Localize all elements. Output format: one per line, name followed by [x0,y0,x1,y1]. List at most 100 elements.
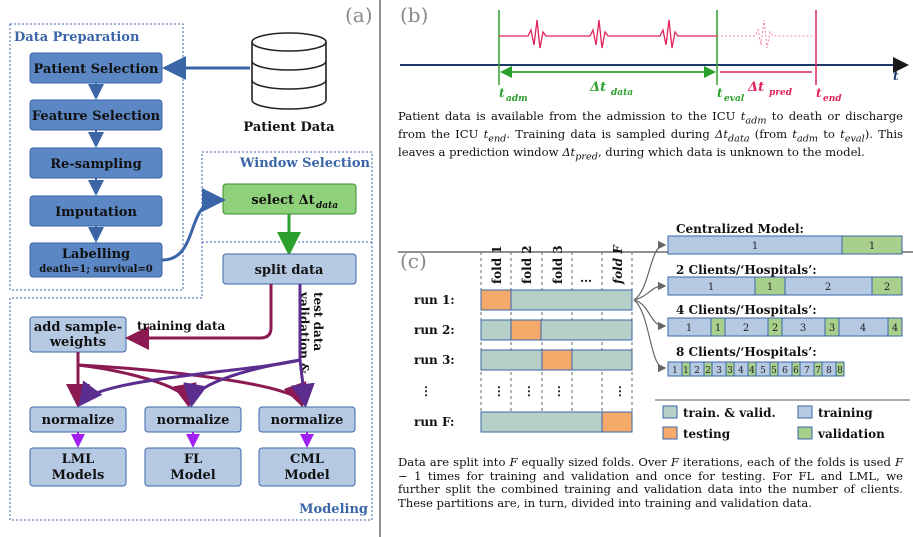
client-number: 5 [760,366,766,376]
centralized-title: Centralized Model: [676,222,804,236]
client-number: 6 [793,366,799,376]
time-axis-label: t [893,69,899,83]
client-titles: Centralized Model: 2 Clients/‘Hospitals’… [676,222,817,359]
model-lml: LML Models [29,447,127,487]
ellipsis: ⋮ [614,384,626,398]
legend-testing: testing [683,427,731,441]
svg-text:2: 2 [884,282,890,293]
svg-text:1: 1 [869,241,875,252]
model-fl-line1: FL [184,452,202,467]
svg-text:1: 1 [715,323,721,334]
model-cml: CML Model [258,447,356,487]
legend: train. & valid. training testing validat… [662,405,885,441]
dt-data-label: Δt [589,80,606,95]
client-number: 1 [683,366,689,376]
client-number: 6 [782,366,788,376]
svg-text:2: 2 [743,323,749,334]
labelling-to-select-arrow [161,188,226,262]
normalize-label: normalize [157,413,230,428]
run-labels: run 1: run 2: run 3: ⋮ run F: [414,293,455,429]
partition-bars: 1 1 1 1 2 2 1 1 2 2 3 3 4 4 [667,235,903,337]
ellipsis: ⋮ [553,384,565,398]
signal-known [499,19,717,49]
panel-c-label: (c) [400,249,427,273]
run-label: run 2: [414,323,455,337]
step-feature-selection: Feature Selection [29,99,163,131]
svg-text:1: 1 [752,241,758,252]
sample-weights-line2: weights [49,335,106,350]
training-data-arrow [125,284,273,350]
client-number: 8 [837,366,843,376]
dt-pred-sub: pred [769,88,793,98]
ellipsis: ⋮ [523,384,535,398]
step-label: Feature Selection [32,109,161,124]
client-number: 7 [815,366,821,376]
split-data-label: split data [255,263,324,278]
client-number: 7 [804,366,810,376]
step-label: Patient Selection [34,62,159,77]
time-labels: t adm t eval t end Δt data Δt pred [499,80,842,104]
run-label: run 3: [414,353,455,367]
step-labelling: Labelling death=1; survival=0 [29,242,163,278]
data-prep-title: Data Preparation [14,30,140,45]
fold-header: … [580,271,592,285]
step-label: Re-sampling [50,157,141,172]
client-number: 5 [771,366,777,376]
panel-b-label: (b) [400,3,428,27]
client-number: 4 [749,366,755,376]
flow-arrows [66,284,315,408]
client-number: 3 [727,366,733,376]
legend-training: training [818,406,873,420]
step-label: Labelling [62,247,130,262]
clients2-title: 2 Clients/‘Hospitals’: [676,263,817,277]
svg-text:1: 1 [767,282,773,293]
t-end-sub: end [823,94,842,104]
database-icon [251,32,327,110]
legend-validation: validation [817,427,885,441]
svg-text:3: 3 [829,323,835,334]
fold-headers: fold 1 fold 2 fold 3 … fold F [490,244,625,285]
svg-text:4: 4 [892,323,898,334]
model-cml-line2: Model [284,468,329,483]
ellipsis: ⋮ [493,384,505,398]
normalize-to-model-arrows [71,432,314,448]
fold-header: fold 1 [490,245,504,284]
client-number: 4 [738,366,744,376]
fold-dividers [480,252,633,432]
validation-test-label-2: test data [311,292,325,351]
add-sample-weights-box: add sample- weights [29,316,127,353]
clients4-title: 4 Clients/‘Hospitals’: [676,303,817,317]
window-selection-title: Window Selection [239,156,371,171]
fold-header: fold 3 [551,245,565,284]
run-label: ⋮ [420,384,432,398]
ellipsis-row: ⋮ ⋮ ⋮ ⋮ [493,384,626,398]
clients8-title: 8 Clients/‘Hospitals’: [676,345,817,359]
select-dt-label: select Δt [251,193,314,208]
model-lml-line1: LML [62,452,95,467]
run-label: run F: [414,415,454,429]
dt-pred-label: Δt [747,80,764,95]
svg-text:1: 1 [686,323,692,334]
step-patient-selection: Patient Selection [29,52,163,84]
client-number: 2 [705,366,711,376]
signal-unknown [717,19,816,49]
step-resampling: Re-sampling [29,147,163,179]
client-segment [835,361,845,377]
svg-text:2: 2 [772,323,778,334]
normalize-box-lml: normalize [29,406,127,433]
model-fl-line2: Model [170,468,215,483]
legend-train-valid: train. & valid. [683,406,776,420]
patient-data-label: Patient Data [243,120,335,135]
normalize-label: normalize [271,413,344,428]
client-number: 8 [826,366,832,376]
run-bars [480,289,633,433]
fold-header: fold F [611,244,625,285]
training-data-label: training data [137,319,225,333]
labelling-sub: death=1; survival=0 [39,264,152,275]
model-lml-line2: Models [52,468,105,483]
normalize-box-cml: normalize [258,406,356,433]
model-fl: FL Model [144,447,242,487]
client-number: 3 [716,366,722,376]
